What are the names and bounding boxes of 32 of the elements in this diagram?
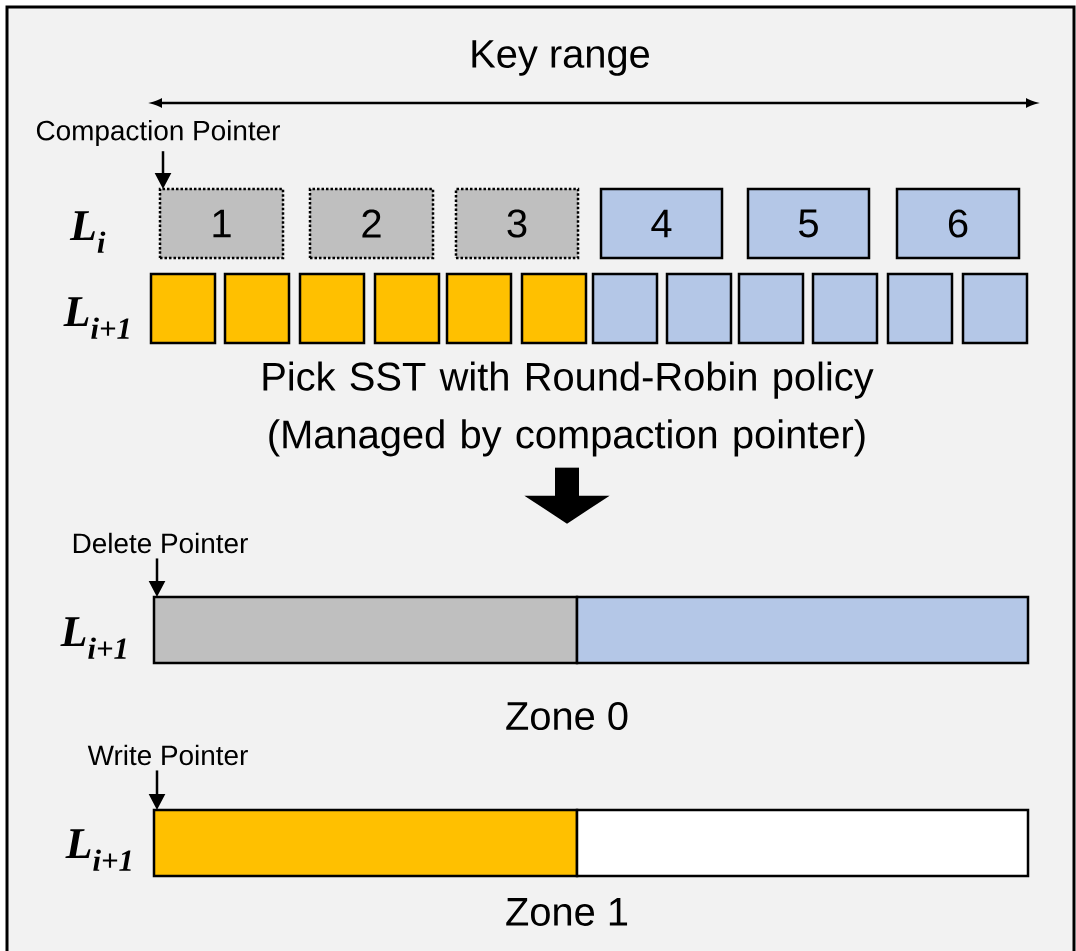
zone-label: Zone 0 <box>506 701 628 731</box>
sst-box <box>961 272 1029 345</box>
range-label: Key range <box>472 40 649 76</box>
sst-box <box>445 272 513 345</box>
sst-box <box>886 272 954 345</box>
sst-box: 1 <box>158 187 285 260</box>
sst-box <box>811 272 879 345</box>
sst-box <box>737 272 805 345</box>
level-label: L$_{i+1}$ <box>63 297 129 339</box>
sst-box: 2 <box>308 187 435 260</box>
zone-segment <box>152 595 579 665</box>
sst-box <box>373 272 441 345</box>
sst-box <box>223 272 291 345</box>
sst-box: 6 <box>895 187 1021 260</box>
zone-segment <box>152 808 579 878</box>
sst-box: 4 <box>599 187 724 260</box>
level-label: L$_{i}$ <box>69 211 106 253</box>
level-label: L$_{i+1}$ <box>65 829 131 871</box>
sst-box: 5 <box>746 187 871 260</box>
zone-segment <box>575 808 1030 878</box>
zone-segment <box>575 595 1030 665</box>
caption-text: Pick SST with Round-Robin policy (Managed by compaction pointer) <box>263 361 874 457</box>
pointer-label: Delete Pointer <box>73 532 248 554</box>
sst-box: 3 <box>454 187 580 260</box>
pointer-label: Write Pointer <box>87 744 248 766</box>
sst-box <box>520 272 588 345</box>
sst-box <box>149 272 217 345</box>
pointer-label: Compaction Pointer <box>36 120 280 146</box>
sst-box <box>298 272 366 345</box>
sst-box <box>591 272 659 345</box>
zone-label: Zone 1 <box>506 898 628 926</box>
sst-box <box>665 272 733 345</box>
